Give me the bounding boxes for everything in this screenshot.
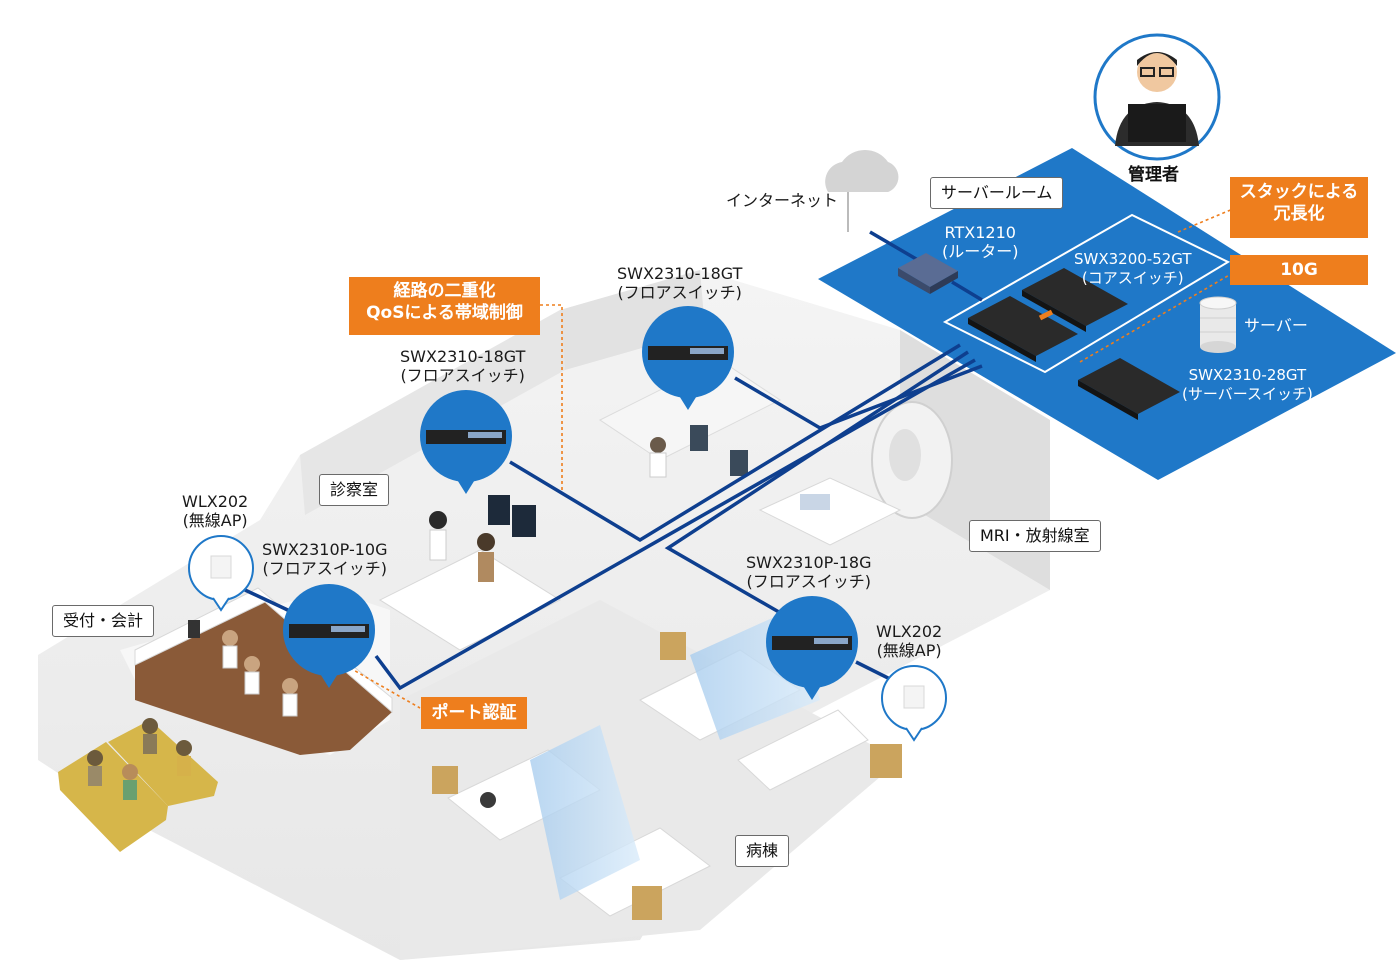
sw-exam-label: SWX2310-18GT (フロアスイッチ) [400, 347, 526, 385]
switch-bubble-ward [766, 596, 858, 700]
admin-label: 管理者 [1128, 165, 1179, 185]
router-label: RTX1210 (ルーター) [942, 223, 1019, 261]
mri-room-label: MRI・放射線室 [969, 520, 1101, 552]
exam-room-furniture [378, 495, 562, 651]
ward-room [432, 610, 902, 920]
route-redundancy-tag: 経路の二重化 QoSによる帯域制御 [349, 277, 540, 335]
switch-bubble-mri [642, 306, 734, 410]
switch-bubble-reception [283, 584, 375, 688]
server-switch-label: SWX2310-28GT (サーバースイッチ) [1182, 366, 1313, 403]
waiting-benches [58, 718, 218, 852]
sw-reception-label: SWX2310P-10G (フロアスイッチ) [262, 540, 388, 578]
ten-g-tag: 10G [1230, 255, 1368, 285]
core-switches [968, 268, 1128, 362]
ward-room-label: 病棟 [735, 835, 790, 867]
ap-bubble-reception [188, 535, 254, 612]
router-icon [898, 253, 958, 294]
server-icon [1199, 296, 1237, 353]
mri-room [599, 359, 953, 546]
server-label: サーバー [1244, 316, 1308, 335]
internet-label: インターネット [726, 191, 839, 210]
exam-room-label: 診察室 [319, 474, 390, 506]
sw-mri-label: SWX2310-18GT (フロアスイッチ) [617, 264, 743, 302]
ap-reception-label: WLX202 (無線AP) [182, 492, 249, 530]
reception-staff [188, 620, 298, 717]
admin-avatar [1093, 33, 1221, 161]
switch-bubble-exam [420, 390, 512, 494]
port-auth-tag: ポート認証 [421, 697, 527, 729]
ap-ward-label: WLX202 (無線AP) [876, 622, 943, 660]
leader-lines [349, 205, 1241, 709]
reception-desk [134, 587, 393, 755]
building-floor [38, 270, 1050, 960]
sw-ward-label: SWX2310P-18G (フロアスイッチ) [746, 553, 872, 591]
server-switch-icon [1078, 358, 1180, 420]
core-switch-label: SWX3200-52GT (コアスイッチ) [1074, 250, 1192, 287]
reception-room-label: 受付・会計 [52, 605, 155, 637]
network-lines [244, 230, 983, 691]
server-room-label: サーバールーム [930, 177, 1064, 209]
cloud-icon [825, 149, 899, 232]
ap-bubble-ward [881, 665, 947, 742]
stack-redundancy-tag: スタックによる 冗長化 [1230, 177, 1368, 238]
